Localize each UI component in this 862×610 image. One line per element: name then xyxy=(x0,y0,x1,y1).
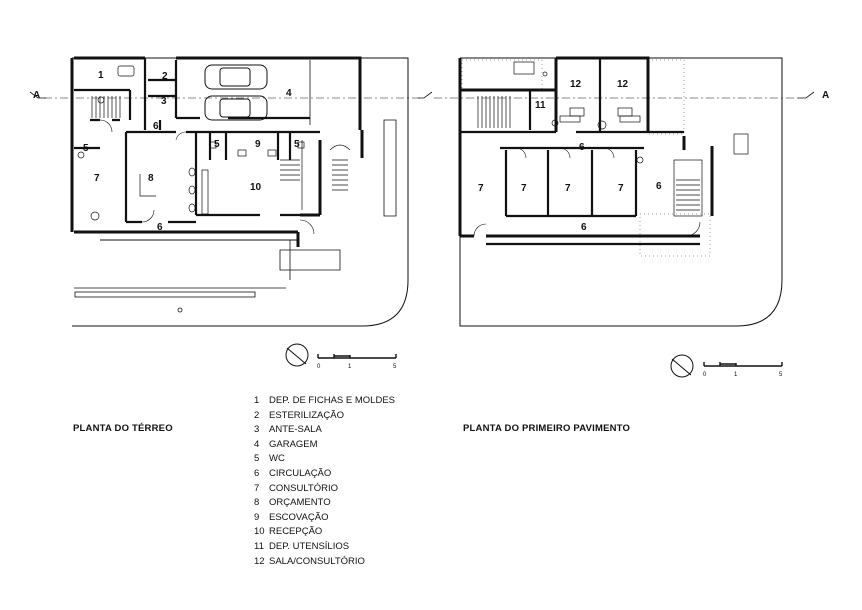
room-label: 5 xyxy=(214,139,220,150)
first-section-arrow-right xyxy=(798,91,815,99)
room-label: 7 xyxy=(94,173,100,184)
first-stair-icon xyxy=(477,96,703,217)
first-planter-top xyxy=(461,59,543,91)
ground-section-arrow-right xyxy=(418,91,433,99)
first-floor-title: PLANTA DO PRIMEIRO PAVIMENTO xyxy=(463,423,631,434)
scale-bar-ground xyxy=(317,354,397,359)
first-site-boundary xyxy=(459,57,783,327)
room-label: 6 xyxy=(153,121,159,132)
room-label: 1 xyxy=(98,70,104,81)
room-label: 7 xyxy=(618,183,624,194)
scale-bar-first xyxy=(703,362,783,367)
scale-tick-label: 5 xyxy=(393,364,397,370)
room-label: 9 xyxy=(255,139,261,150)
north-arrow-icon xyxy=(670,354,694,378)
scale-tick-label: 1 xyxy=(734,372,738,378)
ground-room-labels: 1 2 3 4 6 5 5 9 5 7 8 10 6 A xyxy=(33,70,300,233)
ground-interior-walls xyxy=(74,58,320,224)
room-label: 6 xyxy=(157,222,163,233)
room-label: 4 xyxy=(286,88,292,99)
north-arrow-icon xyxy=(285,343,309,367)
room-label: 12 xyxy=(570,79,582,90)
car-icon xyxy=(204,64,268,121)
first-room-labels: 12 12 11 6 7 7 7 7 6 6 A xyxy=(478,79,829,233)
room-label: 6 xyxy=(656,181,662,192)
room-label: 7 xyxy=(565,183,571,194)
ground-ramp-outline xyxy=(279,240,341,280)
ground-section-arrow-left xyxy=(29,91,46,99)
room-label: 11 xyxy=(535,100,546,111)
section-mark-right: A xyxy=(822,90,829,101)
room-label: 7 xyxy=(521,183,527,194)
ground-floor-plan xyxy=(29,56,433,327)
room-label: 12 xyxy=(617,79,629,90)
scale-tick-label: 0 xyxy=(703,372,707,378)
room-label: 5 xyxy=(83,143,89,154)
ground-floor-title: PLANTA DO TÉRREO xyxy=(73,423,173,434)
room-label: 7 xyxy=(478,183,484,194)
ground-exterior-walls xyxy=(70,56,364,247)
first-door-swings xyxy=(473,147,701,237)
room-label: 2 xyxy=(162,71,168,82)
ground-curb-strip xyxy=(383,119,397,217)
wc-fixtures xyxy=(77,65,305,221)
door-swings xyxy=(99,119,315,235)
scale-tick-label: 5 xyxy=(779,372,783,378)
first-exterior-walls xyxy=(458,56,714,238)
scale-tick-label: 1 xyxy=(348,364,352,370)
room-label: 10 xyxy=(250,182,262,193)
section-mark-left: A xyxy=(33,90,40,101)
ground-tree-mark xyxy=(177,307,183,313)
scale-tick-label: 0 xyxy=(317,364,321,370)
first-interior-walls xyxy=(460,58,700,246)
room-label: 5 xyxy=(294,139,300,150)
ground-stair-icon xyxy=(91,96,351,210)
room-label: 3 xyxy=(161,96,167,107)
room-label: 6 xyxy=(581,222,587,233)
ground-bench xyxy=(74,291,256,298)
first-floor-plan xyxy=(434,56,815,327)
room-label: 8 xyxy=(148,173,154,184)
room-label: 6 xyxy=(579,142,585,153)
first-planter-right xyxy=(647,59,685,135)
first-fixtures xyxy=(513,61,749,164)
ground-site-boundary xyxy=(72,57,409,327)
